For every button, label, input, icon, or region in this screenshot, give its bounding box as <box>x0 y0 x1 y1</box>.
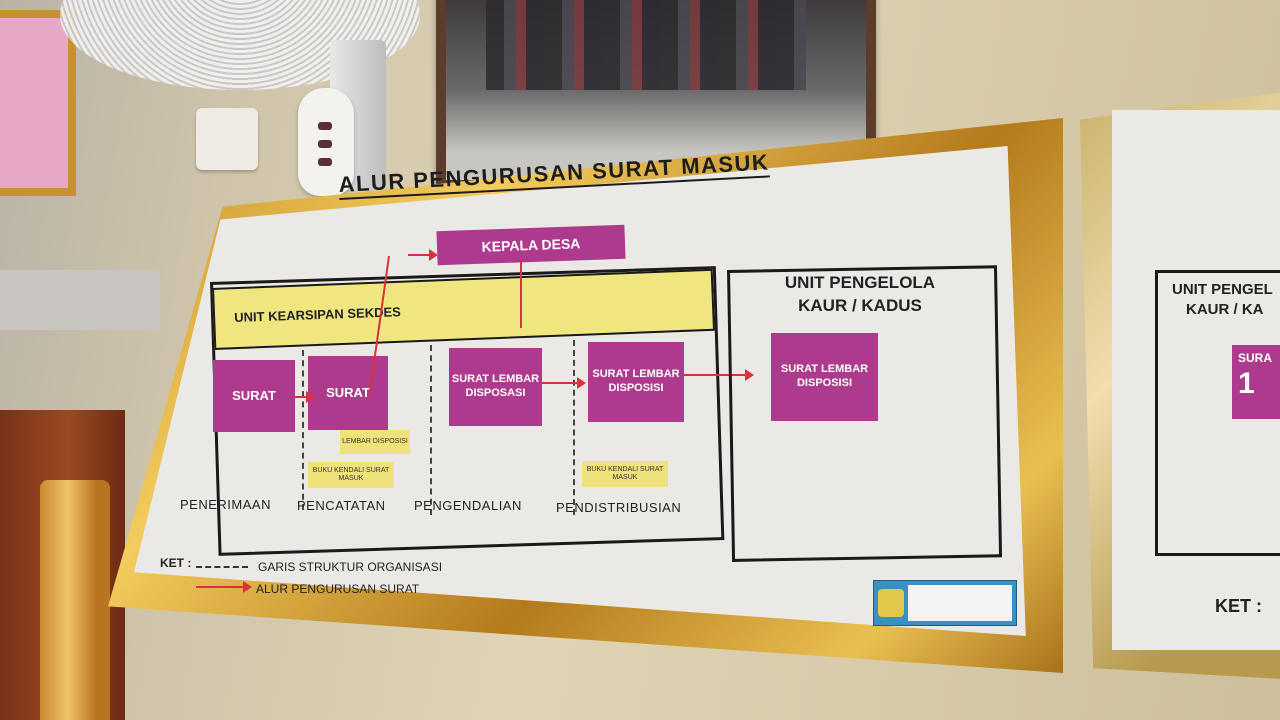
stage-divider <box>302 350 304 510</box>
remote-button <box>318 158 332 166</box>
legend-dashed-label: GARIS STRUKTUR ORGANISASI <box>258 560 443 574</box>
second-board-title-line1: UNIT PENGEL <box>1172 281 1273 298</box>
remote-button <box>318 140 332 148</box>
unit-pengelola-line1: UNIT PENGELOLA <box>784 273 936 292</box>
legend-dashed-line <box>196 566 248 568</box>
flow-arrow-down <box>520 262 522 328</box>
unit-pengelola-line2: KAUR / KADUS <box>798 295 922 315</box>
buku-kendali-note: BUKU KENDALI SURAT MASUK <box>308 462 394 488</box>
sticker-label-area <box>908 585 1012 621</box>
fan-remote <box>298 88 354 196</box>
stage-label: PENERIMAAN <box>180 497 271 512</box>
curtain <box>40 480 110 720</box>
surat-lembar-disposisi-box: SURAT LEMBAR DISPOSISI <box>588 342 684 422</box>
second-board-unit-border <box>1155 270 1280 556</box>
pink-picture-frame <box>0 10 76 196</box>
second-board-box-label: SURA <box>1238 351 1273 365</box>
window-ledge <box>0 270 160 330</box>
kepala-desa-box: KEPALA DESA <box>436 224 626 266</box>
second-board-title-line2: KAUR / KA <box>1186 300 1264 318</box>
flow-arrow <box>542 377 586 389</box>
surat-box-penerimaan: SURAT <box>213 360 295 432</box>
power-socket <box>196 108 258 170</box>
surat-box-pencatatan: SURAT <box>308 356 388 430</box>
flow-arrow <box>408 249 438 261</box>
emblem-icon <box>878 589 904 617</box>
second-board-ket: KET : <box>1215 596 1262 616</box>
flow-arrow <box>295 391 315 403</box>
flow-arrow <box>684 369 754 381</box>
remote-button <box>318 122 332 130</box>
stage-label: PENDISTRIBUSIAN <box>556 500 682 515</box>
legend-arrow <box>196 581 252 593</box>
stage-label: PENCATATAN <box>297 498 386 513</box>
stage-divider <box>573 340 575 515</box>
second-board-title: UNIT PENGEL KAUR / KA <box>1172 280 1273 319</box>
surat-lembar-disposasi-box: SURAT LEMBAR DISPOSASI <box>449 348 542 426</box>
buku-kendali-note: BUKU KENDALI SURAT MASUK <box>582 461 668 487</box>
legend-ket: KET : <box>160 556 192 570</box>
stage-divider <box>430 345 432 515</box>
unit-pengelola-title: UNIT PENGELOLA KAUR / KADUS <box>735 272 985 318</box>
inventory-sticker <box>873 580 1017 626</box>
second-board-box-digit: 1 <box>1238 367 1255 400</box>
group-photo <box>486 0 806 90</box>
stage-label: PENGENDALIAN <box>414 498 522 513</box>
lembar-disposisi-note: LEMBAR DISPOSISI <box>340 430 410 454</box>
surat-lembar-disposisi-kaur-box: SURAT LEMBAR DISPOSISI <box>771 333 878 421</box>
legend-arrow-label: ALUR PENGURUSAN SURAT <box>256 582 420 596</box>
second-board-box: SURA 1 <box>1232 345 1280 419</box>
